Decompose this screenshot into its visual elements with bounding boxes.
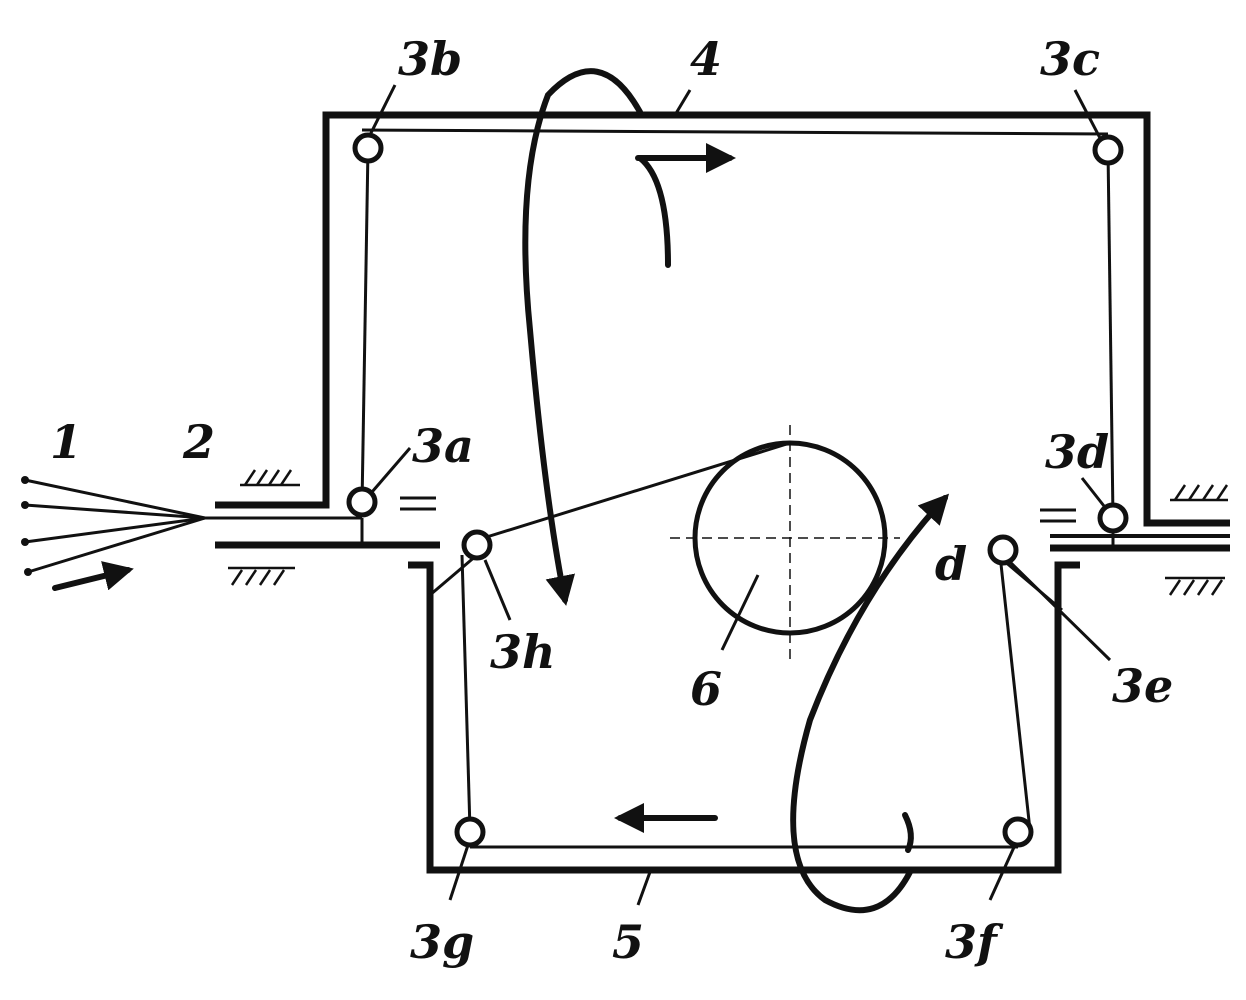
drum-label-leader [720, 574, 760, 651]
roller-3h [461, 529, 493, 561]
label-fibers: 1 [50, 415, 82, 469]
roller-3g [454, 816, 486, 848]
roller-3c [1092, 134, 1124, 166]
roller-3a [346, 486, 378, 518]
roller-3d [1097, 502, 1129, 534]
label-roller-3b: 3b [398, 32, 462, 86]
label-inlet: 2 [182, 415, 215, 469]
roller-3f [1002, 816, 1034, 848]
support-hatching [228, 469, 1229, 596]
gap-marks [400, 496, 1076, 523]
upper-flow-tail [637, 155, 671, 268]
lower-chamber-wall [408, 561, 1080, 874]
label-roller-3d: 3d [1045, 425, 1109, 479]
label-roller-3g: 3g [410, 915, 474, 969]
fiber-bundle [21, 476, 362, 576]
roller-3e [987, 534, 1019, 566]
label-roller-3e: 3e [1112, 659, 1173, 713]
label-drum: 6 [690, 662, 722, 716]
label-roller-3h: 3h [490, 625, 555, 679]
downward-circulation-arrow [522, 68, 643, 606]
label-lower-chamber: 5 [612, 915, 644, 969]
roller-3b [352, 132, 384, 164]
label-roller-3f: 3f [945, 915, 1004, 969]
leader-lines [368, 84, 1112, 906]
label-outlet: d [935, 537, 967, 591]
belt-path [360, 128, 1115, 849]
label-upper-chamber: 4 [690, 32, 722, 86]
upper-chamber-wall [215, 111, 1230, 527]
lower-flow-tail [902, 812, 914, 853]
label-roller-3a: 3a [412, 419, 474, 473]
label-roller-3c: 3c [1040, 32, 1100, 86]
feed-arrow [52, 561, 134, 591]
upward-circulation-arrow [790, 493, 950, 914]
